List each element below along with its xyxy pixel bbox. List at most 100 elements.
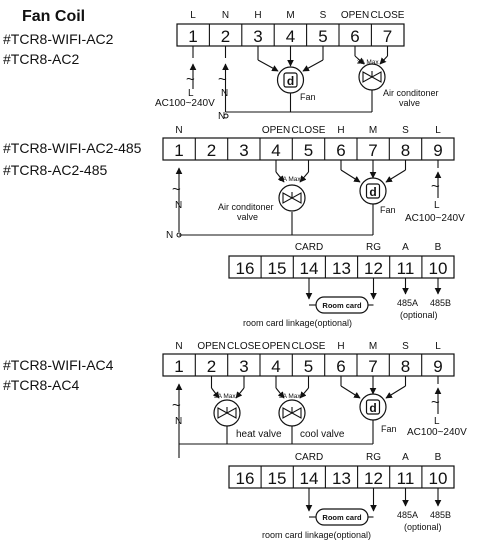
s2-valve: 3A Max Air conditoner valve (218, 160, 310, 222)
s3-ac-symbol-n: ~ (172, 397, 181, 414)
s3-heat-valve: 3A Max heat valve (210, 376, 282, 440)
s1-terminal-6: 6 (350, 27, 359, 46)
s3-room-card-wiring: Room card 485A 485B (optional) room card… (262, 488, 451, 540)
s2-fan-icon: d (369, 185, 376, 199)
s2-valve-label-1: Air conditoner (218, 202, 274, 212)
s1-ac-symbol-n: ~ (218, 71, 227, 88)
s3-power-wiring: ~ N ~ L AC100~240V (172, 376, 467, 458)
s1-label-H: H (254, 10, 261, 21)
s1-valve-label-1: Air conditoner (383, 88, 439, 98)
s2-485b: 485B (430, 298, 451, 308)
s1-model-1: #TCR8-WIFI-AC2 (3, 31, 114, 47)
s2-card-terminal-12: 12 (364, 259, 383, 278)
s2-label-L: L (435, 125, 441, 136)
s3-card-label-rg: RG (366, 452, 381, 463)
s2-card-terminal-11: 11 (397, 259, 415, 278)
s3-label-close-2: CLOSE (292, 341, 326, 352)
s3-ac-symbol-l: ~ (431, 394, 440, 411)
s2-terminal-1: 1 (174, 141, 183, 160)
s2-terminal-7: 7 (368, 141, 377, 160)
s2-label-S: S (402, 125, 409, 136)
s3-terminal-5: 5 (304, 357, 313, 376)
s3-card-terminal-block (228, 465, 455, 489)
s2-card-label-card: CARD (295, 242, 323, 253)
s2-terminal-2: 2 (207, 141, 216, 160)
s3-label-open-1: OPEN (197, 341, 225, 352)
s3-fan: d Fan (340, 376, 407, 434)
s2-label-M: M (369, 125, 377, 136)
s2-valve-rating: 3A Max (279, 176, 301, 183)
s1-power-label: AC100~240V (155, 98, 215, 109)
s1-valve-rating: 3A Max (357, 59, 379, 66)
s3-label-open-2: OPEN (262, 341, 290, 352)
s3-terminal-3: 3 (239, 357, 248, 376)
s2-terminal-9: 9 (433, 141, 442, 160)
s3-label-H: H (337, 341, 344, 352)
s2-label-N: N (175, 125, 182, 136)
s2-card-terminal-13: 13 (332, 259, 351, 278)
s2-power-label: AC100~240V (405, 213, 465, 224)
s2-card-terminal-14: 14 (300, 259, 319, 278)
s2-terminal-6: 6 (336, 141, 345, 160)
s1-label-L: L (190, 10, 196, 21)
s1-terminal-1: 1 (188, 27, 197, 46)
diagram-title: Fan Coil (22, 8, 85, 25)
s1-fan: d Fan (257, 46, 324, 102)
s1-label-N: N (222, 10, 229, 21)
s1-terminal-2: 2 (221, 27, 230, 46)
s2-room-card: Room card (322, 301, 362, 310)
s2-card-label-b: B (435, 242, 442, 253)
s2-linkage-label: room card linkage(optional) (243, 318, 352, 328)
s1-model-2: #TCR8-AC2 (3, 51, 79, 67)
s3-card-terminal-15: 15 (268, 469, 287, 488)
s2-card-terminal-15: 15 (268, 259, 287, 278)
s3-power-L: L (434, 416, 440, 427)
s2-model-2: #TCR8-AC2-485 (3, 162, 107, 178)
s2-ac-symbol-n: ~ (172, 181, 181, 198)
s3-label-close-1: CLOSE (227, 341, 261, 352)
s3-terminal-7: 7 (368, 357, 377, 376)
s3-fan-icon: d (369, 401, 376, 415)
s3-terminal-2: 2 (207, 357, 216, 376)
s3-optional: (optional) (404, 522, 442, 532)
s3-card-label-card: CARD (295, 452, 323, 463)
s2-card-terminal-block (228, 255, 455, 279)
s1-valve: 3A Max Air conditoner valve (354, 46, 439, 108)
s2-valve-label-2: valve (237, 212, 258, 222)
s2-terminal-8: 8 (401, 141, 410, 160)
s1-power-L: L (188, 88, 194, 99)
s1-terminal-3: 3 (253, 27, 262, 46)
s1-terminal-block (176, 23, 405, 47)
s3-model-2: #TCR8-AC4 (3, 377, 79, 393)
s3-card-terminal-11: 11 (397, 469, 415, 488)
s1-terminal-5: 5 (318, 27, 327, 46)
s1-label-S: S (320, 10, 327, 21)
s3-label-N: N (175, 341, 182, 352)
s1-terminal-7: 7 (383, 27, 392, 46)
s2-485a: 485A (397, 298, 418, 308)
s3-card-terminal-12: 12 (364, 469, 383, 488)
s3-room-card: Room card (322, 513, 362, 522)
s3-power-N: N (175, 416, 182, 427)
s3-terminal-6: 6 (336, 357, 345, 376)
s1-power-wiring: ~ L AC100~240V ~ N N (155, 46, 373, 122)
s1-terminal-4: 4 (286, 27, 295, 46)
s2-card-terminal-10: 10 (429, 259, 448, 278)
s3-power-label: AC100~240V (407, 427, 467, 438)
s2-terminal-5: 5 (304, 141, 313, 160)
s3-485a: 485A (397, 510, 418, 520)
s3-terminal-1: 1 (174, 357, 183, 376)
s3-card-terminal-13: 13 (332, 469, 351, 488)
s2-terminal-4: 4 (271, 141, 280, 160)
s1-label-open: OPEN (341, 10, 369, 21)
s3-card-terminal-10: 10 (429, 469, 448, 488)
s2-label-open: OPEN (262, 125, 290, 136)
s3-fan-label: Fan (381, 424, 397, 434)
s2-card-label-rg: RG (366, 242, 381, 253)
s3-heat-valve-rating: 3A Max (214, 393, 236, 400)
s3-model-1: #TCR8-WIFI-AC4 (3, 357, 114, 373)
s1-fan-icon: d (287, 74, 294, 88)
s2-n-bottom: N (166, 230, 173, 241)
s3-card-label-b: B (435, 452, 442, 463)
